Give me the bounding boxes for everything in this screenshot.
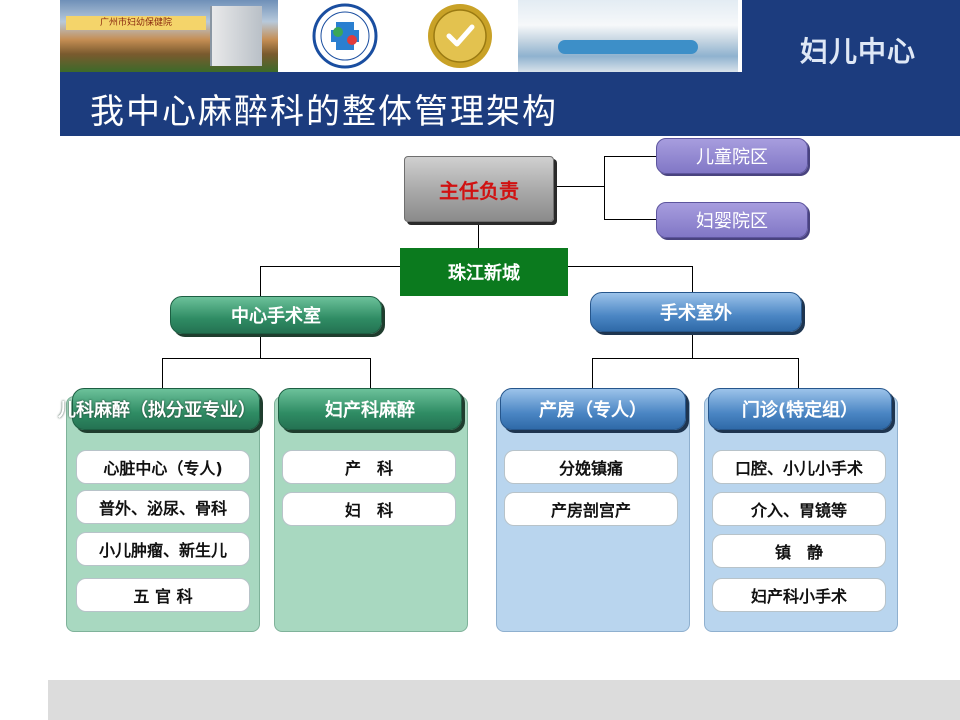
- hospital-building-photo: 广州市妇幼保健院: [60, 0, 278, 72]
- obgyn-anesthesia-header: 妇产科麻醉: [278, 388, 462, 430]
- site-node: 珠江新城: [400, 248, 568, 296]
- title-bar-left-block: [0, 88, 60, 136]
- connector-line: [260, 266, 261, 296]
- list-item: 分娩镇痛: [504, 450, 678, 484]
- brand-name: 妇儿中心: [799, 35, 916, 68]
- list-item: 妇产科小手术: [712, 578, 886, 612]
- campus-children-node: 儿童院区: [656, 138, 808, 174]
- delivery-room-header: 产房（专人）: [500, 388, 686, 430]
- connector-line: [162, 358, 370, 359]
- connector-line: [260, 266, 400, 267]
- jci-accreditation-seal: [405, 0, 515, 72]
- header-photo-strip: 广州市妇幼保健院 妇儿中心: [60, 0, 960, 72]
- list-item: 口腔、小儿小手术: [712, 450, 886, 484]
- title-bar: [0, 72, 960, 136]
- list-item: 妇 科: [282, 492, 456, 526]
- central-or-node: 中心手术室: [170, 296, 382, 334]
- connector-line: [604, 219, 656, 220]
- pediatric-anesthesia-header: [72, 388, 260, 430]
- footer-band: [48, 680, 960, 720]
- list-item: 五 官 科: [76, 578, 250, 612]
- page-title: 我中心麻醉科的整体管理架构: [90, 92, 558, 132]
- connector-line: [592, 358, 798, 359]
- director-node: 主任负责: [404, 156, 554, 222]
- list-item: 产房剖宫产: [504, 492, 678, 526]
- connector-line: [554, 186, 604, 187]
- connector-line: [370, 358, 371, 388]
- title-bar-notch: [0, 72, 60, 88]
- list-item: 小儿肿瘤、新生儿: [76, 532, 250, 566]
- list-item: 心脏中心（专人): [76, 450, 250, 484]
- connector-line: [162, 358, 163, 388]
- hospital-logo-icon: [312, 3, 378, 69]
- reception-desk-shape: [558, 40, 698, 54]
- connector-line: [604, 156, 605, 220]
- connector-line: [604, 156, 656, 157]
- list-item: 普外、泌尿、骨科: [76, 490, 250, 524]
- connector-line: [568, 266, 692, 267]
- outside-or-node: 手术室外: [590, 292, 802, 332]
- outpatient-header: 门诊(特定组）: [708, 388, 892, 430]
- hospital-sign: 广州市妇幼保健院: [66, 16, 206, 30]
- connector-line: [592, 358, 593, 388]
- connector-line: [478, 222, 479, 248]
- campus-maternity-node: 妇婴院区: [656, 202, 808, 238]
- list-item: 产 科: [282, 450, 456, 484]
- gold-seal-icon: [428, 4, 492, 68]
- hospital-interior-photo: [518, 0, 738, 72]
- building-shape: [210, 6, 262, 66]
- pediatric-anesthesia-label: 儿科麻醉（拟分亚专业）: [58, 400, 256, 421]
- hospital-logo-emblem: [290, 0, 400, 72]
- connector-line: [692, 332, 693, 358]
- connector-line: [260, 334, 261, 358]
- list-item: 介入、胃镜等: [712, 492, 886, 526]
- brand-panel: 妇儿中心: [742, 0, 960, 72]
- connector-line: [798, 358, 799, 388]
- connector-line: [692, 266, 693, 292]
- list-item: 镇 静: [712, 534, 886, 568]
